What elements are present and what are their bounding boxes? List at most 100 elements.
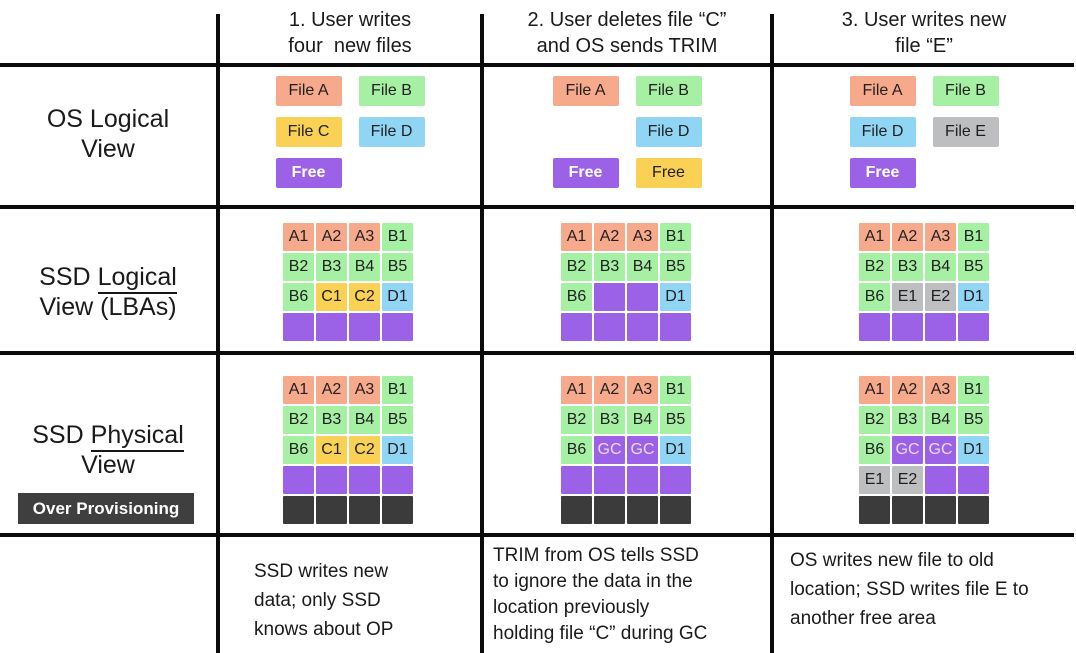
chip-row: Free (849, 158, 999, 188)
caption-line: location previously (493, 597, 650, 618)
column-header-line: file “E” (895, 35, 953, 57)
block-free (316, 313, 347, 341)
block-over-provisioning (660, 496, 691, 524)
block-b4: B4 (627, 253, 658, 281)
block-b6: B6 (859, 436, 890, 464)
block-free (925, 466, 956, 494)
horizontal-divider-4 (0, 533, 1074, 537)
block-over-provisioning (283, 496, 314, 524)
chip-file-d: File D (635, 117, 702, 147)
chip-file-c: File C (275, 117, 342, 147)
block-b1: B1 (958, 376, 989, 404)
block-b1: B1 (660, 376, 691, 404)
chip-file-b: File B (635, 76, 702, 106)
block-b4: B4 (349, 253, 380, 281)
block-over-provisioning (925, 496, 956, 524)
block-free (660, 313, 691, 341)
block-over-provisioning (349, 496, 380, 524)
block-b3: B3 (316, 406, 347, 434)
chip-file-e: File E (932, 117, 999, 147)
block-free (892, 313, 923, 341)
chip-file-a: File A (552, 76, 619, 106)
block-gc: GC (892, 436, 923, 464)
block-a3: A3 (925, 223, 956, 251)
block-b5: B5 (382, 253, 413, 281)
block-b1: B1 (958, 223, 989, 251)
block-b4: B4 (925, 253, 956, 281)
block-b4: B4 (627, 406, 658, 434)
block-c2: C2 (349, 283, 380, 311)
over-provisioning-badge: Over Provisioning (18, 493, 194, 524)
block-a2: A2 (594, 376, 625, 404)
ssd-physical-view-line2: View (81, 451, 135, 479)
vertical-divider-1 (216, 14, 220, 653)
block-b6: B6 (561, 436, 592, 464)
block-b6: B6 (283, 436, 314, 464)
block-a1: A1 (283, 223, 314, 251)
block-b2: B2 (859, 253, 890, 281)
block-a1: A1 (561, 376, 592, 404)
chip-row: File A File B (552, 76, 702, 106)
caption-line: location; SSD writes file E to (790, 579, 1029, 600)
block-over-provisioning (627, 496, 658, 524)
block-b2: B2 (283, 406, 314, 434)
caption-line: data; only SSD (254, 590, 381, 611)
block-free (316, 466, 347, 494)
block-b3: B3 (594, 253, 625, 281)
block-free (283, 466, 314, 494)
block-gc: GC (594, 436, 625, 464)
block-b2: B2 (859, 406, 890, 434)
caption-line: knows about OP (254, 619, 394, 640)
block-c2: C2 (349, 436, 380, 464)
block-free (627, 283, 658, 311)
block-gc: GC (925, 436, 956, 464)
block-free (859, 313, 890, 341)
block-d1: D1 (382, 283, 413, 311)
block-a3: A3 (349, 376, 380, 404)
block-b2: B2 (561, 253, 592, 281)
block-d1: D1 (382, 436, 413, 464)
block-b3: B3 (892, 406, 923, 434)
block-free (594, 283, 625, 311)
block-a1: A1 (859, 223, 890, 251)
block-a1: A1 (283, 376, 314, 404)
column-header-line: four new files (288, 35, 412, 57)
block-c1: C1 (316, 436, 347, 464)
caption-line: TRIM from OS tells SSD (493, 545, 699, 566)
column-header-line: and OS sends TRIM (536, 35, 718, 57)
chip-file-d: File D (358, 117, 425, 147)
chip-row: File C File D (275, 117, 425, 147)
block-b2: B2 (561, 406, 592, 434)
chip-file-b: File B (932, 76, 999, 106)
block-free (382, 466, 413, 494)
block-b1: B1 (382, 223, 413, 251)
os-logical-view-line1: OS Logical (46, 105, 170, 133)
chip-file-a: File A (849, 76, 916, 106)
block-free (594, 313, 625, 341)
column-header-line: 1. User writes (288, 9, 412, 31)
block-d1: D1 (958, 283, 989, 311)
block-d1: D1 (660, 436, 691, 464)
caption-line: SSD writes new (254, 561, 389, 582)
block-over-provisioning (594, 496, 625, 524)
block-b1: B1 (382, 376, 413, 404)
block-free (283, 313, 314, 341)
block-b6: B6 (561, 283, 592, 311)
block-a2: A2 (892, 223, 923, 251)
block-over-provisioning (958, 496, 989, 524)
block-over-provisioning (561, 496, 592, 524)
block-a2: A2 (316, 223, 347, 251)
block-a3: A3 (627, 223, 658, 251)
block-a3: A3 (925, 376, 956, 404)
